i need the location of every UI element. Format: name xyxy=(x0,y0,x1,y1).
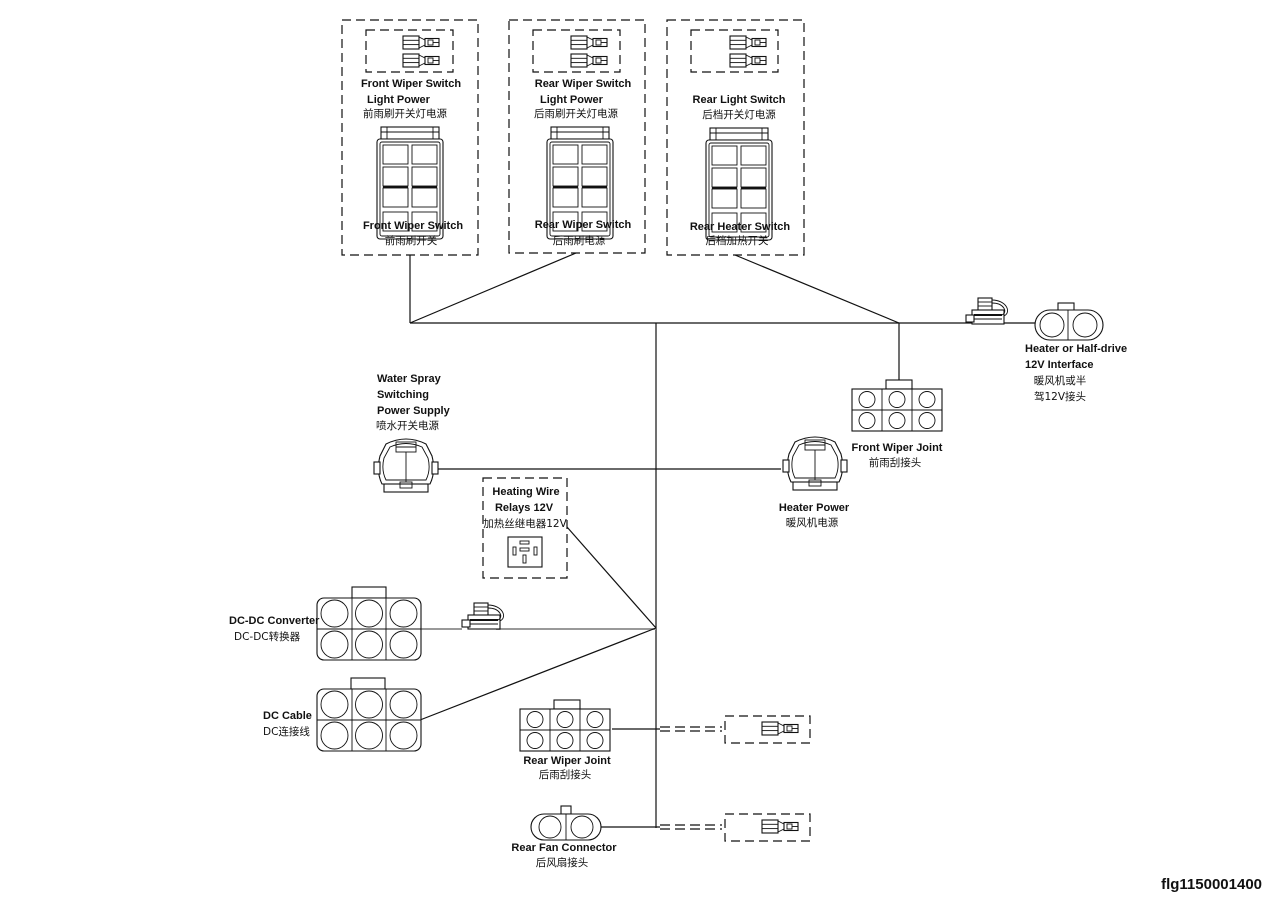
label-en: Rear Wiper Joint xyxy=(523,755,611,767)
terminal-box xyxy=(724,813,811,842)
terminal-box xyxy=(724,715,811,744)
label-cn: 后雨刮接头 xyxy=(539,768,592,781)
dcdc-converter: DC-DC Converter DC-DC转换器 xyxy=(229,586,505,661)
label-en-2: Relays 12V xyxy=(495,502,554,514)
sealed-connector-icon xyxy=(373,438,439,493)
switch-label-cn: 前雨刷开关 xyxy=(385,234,438,247)
label-en: DC Cable xyxy=(263,710,312,722)
light-power-box xyxy=(532,29,621,73)
label-cn: DC-DC转换器 xyxy=(234,630,301,643)
light-label-en-1: Rear Light Switch xyxy=(693,94,786,106)
switch-panel-rear: Rear Wiper Switch Light Power 后雨刷开关灯电源 R… xyxy=(508,19,646,254)
six-pin-large-connector-icon xyxy=(316,688,422,752)
label-en-2: 12V Interface xyxy=(1025,359,1093,371)
blade-terminal-icon xyxy=(729,53,767,68)
connector-latch xyxy=(350,677,386,690)
wire xyxy=(566,526,657,629)
switch-label-en: Rear Wiper Switch xyxy=(535,219,632,231)
blade-terminal-icon xyxy=(402,53,440,68)
light-label-en-1: Rear Wiper Switch xyxy=(535,78,632,90)
label-cn: DC连接线 xyxy=(263,725,310,738)
blade-terminal-icon xyxy=(729,35,767,50)
label-en: Front Wiper Joint xyxy=(852,442,943,454)
light-label-en-2: Light Power xyxy=(540,94,604,106)
wire xyxy=(734,254,900,324)
blade-terminal-icon xyxy=(570,53,608,68)
switch-label-en: Rear Heater Switch xyxy=(690,221,791,233)
blade-terminal-icon xyxy=(761,819,799,834)
rear-fan-connector: Rear Fan Connector 后风扇接头 xyxy=(511,805,811,869)
label-en: DC-DC Converter xyxy=(229,615,320,627)
switch-label-cn: 后档加热开关 xyxy=(706,234,769,247)
water-spray-power-supply: Water Spray Switching Power Supply 喷水开关电… xyxy=(373,373,451,493)
figure-id: flg1150001400 xyxy=(1161,876,1262,893)
label-en-3: Power Supply xyxy=(377,405,451,417)
blade-terminal-icon xyxy=(402,35,440,50)
label-en-1: Heater or Half-drive xyxy=(1025,343,1127,355)
label-en-1: Water Spray xyxy=(377,373,442,385)
light-label-en-1: Front Wiper Switch xyxy=(361,78,461,90)
heating-wire-relay: Heating Wire Relays 12V 加热丝继电器12V xyxy=(482,477,568,579)
label-cn: 后风扇接头 xyxy=(536,856,589,869)
six-pin-connector-icon xyxy=(851,388,943,432)
heater-half-drive-interface: Heater or Half-drive 12V Interface 暖风机或半… xyxy=(965,297,1127,403)
label-cn-1: 暖风机或半 xyxy=(1034,374,1087,387)
wire xyxy=(409,252,577,324)
label-cn: 暖风机电源 xyxy=(786,516,839,529)
blade-terminal-icon xyxy=(570,35,608,50)
wiring xyxy=(409,252,1038,830)
connector-latch xyxy=(560,805,572,815)
light-label-cn: 后雨刷开关灯电源 xyxy=(534,107,618,120)
relay-box xyxy=(482,477,568,579)
wire xyxy=(419,627,657,721)
front-wiper-joint: Front Wiper Joint 前雨刮接头 xyxy=(851,379,943,469)
six-pin-connector-icon xyxy=(519,708,611,752)
switch-panel-front: Front Wiper Switch Light Power 前雨刷开关灯电源 … xyxy=(341,19,479,256)
rear-wiper-joint: Rear Wiper Joint 后雨刮接头 xyxy=(519,699,811,781)
two-pin-round-connector-icon xyxy=(1034,309,1104,341)
blade-terminal-icon xyxy=(761,721,799,736)
connector-latch xyxy=(885,379,913,390)
connector-latch xyxy=(553,699,581,710)
light-power-box xyxy=(365,29,454,73)
label-cn-2: 驾12V接头 xyxy=(1034,390,1086,403)
label-en: Heater Power xyxy=(779,502,850,514)
label-en-2: Switching xyxy=(377,389,429,401)
connector-latch xyxy=(351,586,387,599)
heater-power: Heater Power 暖风机电源 xyxy=(779,436,850,529)
light-label-en-2: Light Power xyxy=(367,94,431,106)
label-cn: 加热丝继电器12V xyxy=(483,517,567,530)
switch-panel-rear-heater: Rear Light Switch 后档开关灯电源 Rear Heater Sw… xyxy=(666,19,805,256)
relay-socket-icon xyxy=(507,536,543,568)
light-label-cn: 前雨刷开关灯电源 xyxy=(363,107,447,120)
fuse-holder-icon xyxy=(461,602,505,630)
label-en-1: Heating Wire xyxy=(492,486,559,498)
label-cn: 喷水开关电源 xyxy=(376,419,439,432)
fuse-holder-icon xyxy=(965,297,1009,325)
light-power-box xyxy=(690,29,779,73)
dc-cable: DC Cable DC连接线 xyxy=(263,677,422,752)
label-en: Rear Fan Connector xyxy=(511,842,617,854)
sealed-connector-icon xyxy=(782,436,848,491)
light-label-cn: 后档开关灯电源 xyxy=(702,108,776,121)
label-cn: 前雨刮接头 xyxy=(869,456,922,469)
panel-border xyxy=(508,19,646,254)
six-pin-large-connector-icon xyxy=(316,597,422,661)
switch-label-cn: 后雨刷电源 xyxy=(553,234,606,247)
switch-label-en: Front Wiper Switch xyxy=(363,220,463,232)
